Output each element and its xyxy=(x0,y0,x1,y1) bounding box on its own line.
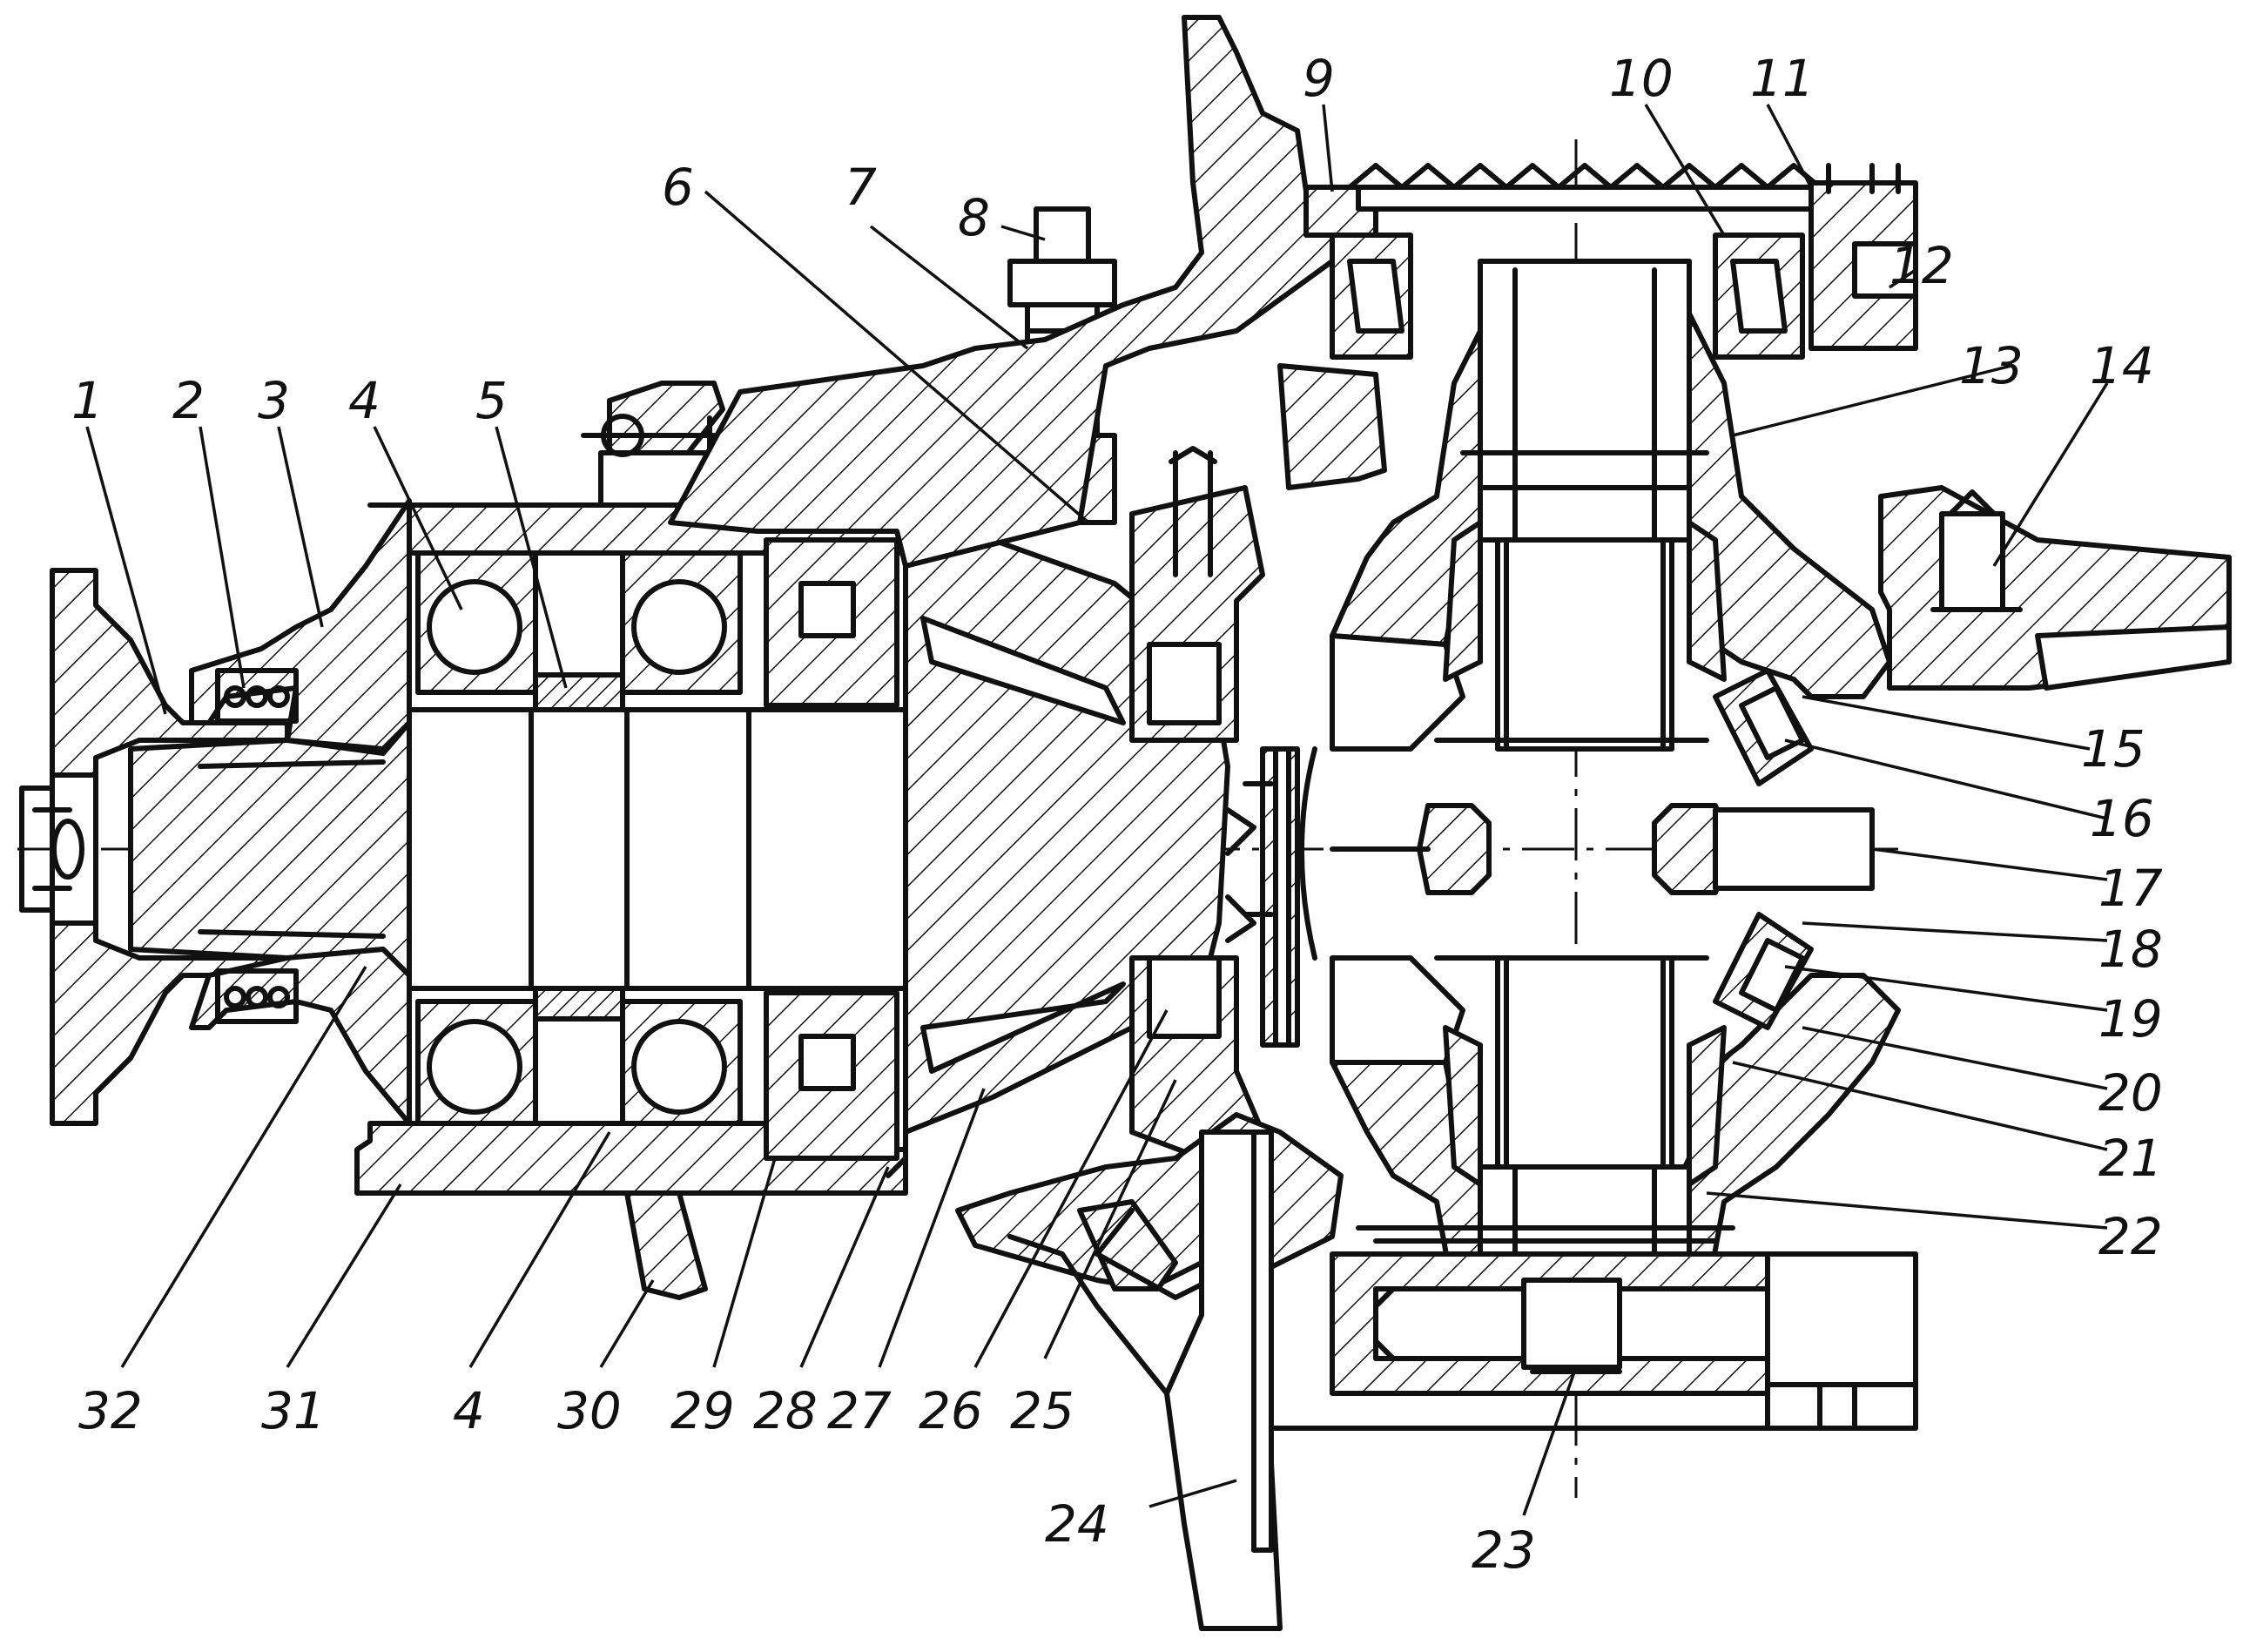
callout-19: 19 xyxy=(2098,989,2163,1049)
callout-13: 13 xyxy=(1959,336,2024,395)
input-shaft xyxy=(128,720,412,978)
callout-29: 29 xyxy=(670,1381,735,1440)
ring-gear xyxy=(1878,485,2232,691)
callout-4a: 4 xyxy=(348,371,381,430)
callout-24: 24 xyxy=(1045,1494,1109,1554)
drive-flange xyxy=(19,568,290,1126)
callout-20: 20 xyxy=(2098,1063,2163,1123)
callout-5: 5 xyxy=(475,371,508,430)
callout-26: 26 xyxy=(919,1381,983,1440)
pinion-shaft xyxy=(407,707,908,991)
callout-25: 25 xyxy=(1010,1381,1074,1440)
callout-27: 27 xyxy=(827,1381,892,1440)
callout-22: 22 xyxy=(2098,1207,2163,1266)
lower-shaft xyxy=(1269,1225,1918,1431)
callout-11: 11 xyxy=(1750,49,1815,108)
callout-1: 1 xyxy=(71,371,104,430)
cross-pin xyxy=(1330,803,1875,895)
callout-6: 6 xyxy=(662,158,694,217)
callout-labels: 1 2 3 4 5 6 7 8 9 10 11 12 13 14 15 16 1… xyxy=(71,49,2163,1580)
callout-8: 8 xyxy=(958,188,990,247)
callout-7: 7 xyxy=(845,158,877,217)
pinion-carrier xyxy=(1129,446,1265,1161)
leader-lines xyxy=(85,104,2109,1516)
callout-16: 16 xyxy=(2090,789,2154,848)
callout-18: 18 xyxy=(2098,920,2163,979)
mounting-flange xyxy=(1007,1129,1283,1631)
callout-3: 3 xyxy=(258,371,290,430)
callout-28: 28 xyxy=(753,1381,818,1440)
callout-30: 30 xyxy=(557,1381,622,1440)
callout-31: 31 xyxy=(261,1381,326,1440)
callout-12: 12 xyxy=(1889,236,1954,295)
coupling xyxy=(1225,746,1300,1048)
callout-10: 10 xyxy=(1609,49,1674,108)
seal-housing xyxy=(189,498,412,1126)
callout-17: 17 xyxy=(2098,859,2163,918)
ball-bearings xyxy=(415,550,743,1126)
side-gears xyxy=(1434,259,1727,1352)
top-gear-assembly xyxy=(1303,163,1918,360)
callout-4b: 4 xyxy=(453,1381,485,1440)
callout-14: 14 xyxy=(2090,336,2154,395)
callout-21: 21 xyxy=(2098,1129,2163,1188)
callout-15: 15 xyxy=(2081,719,2145,779)
callout-23: 23 xyxy=(1472,1521,1536,1580)
callout-2: 2 xyxy=(172,371,205,430)
assembly-geometry xyxy=(17,15,2232,1631)
callout-9: 9 xyxy=(1303,49,1335,108)
callout-32: 32 xyxy=(78,1381,143,1440)
